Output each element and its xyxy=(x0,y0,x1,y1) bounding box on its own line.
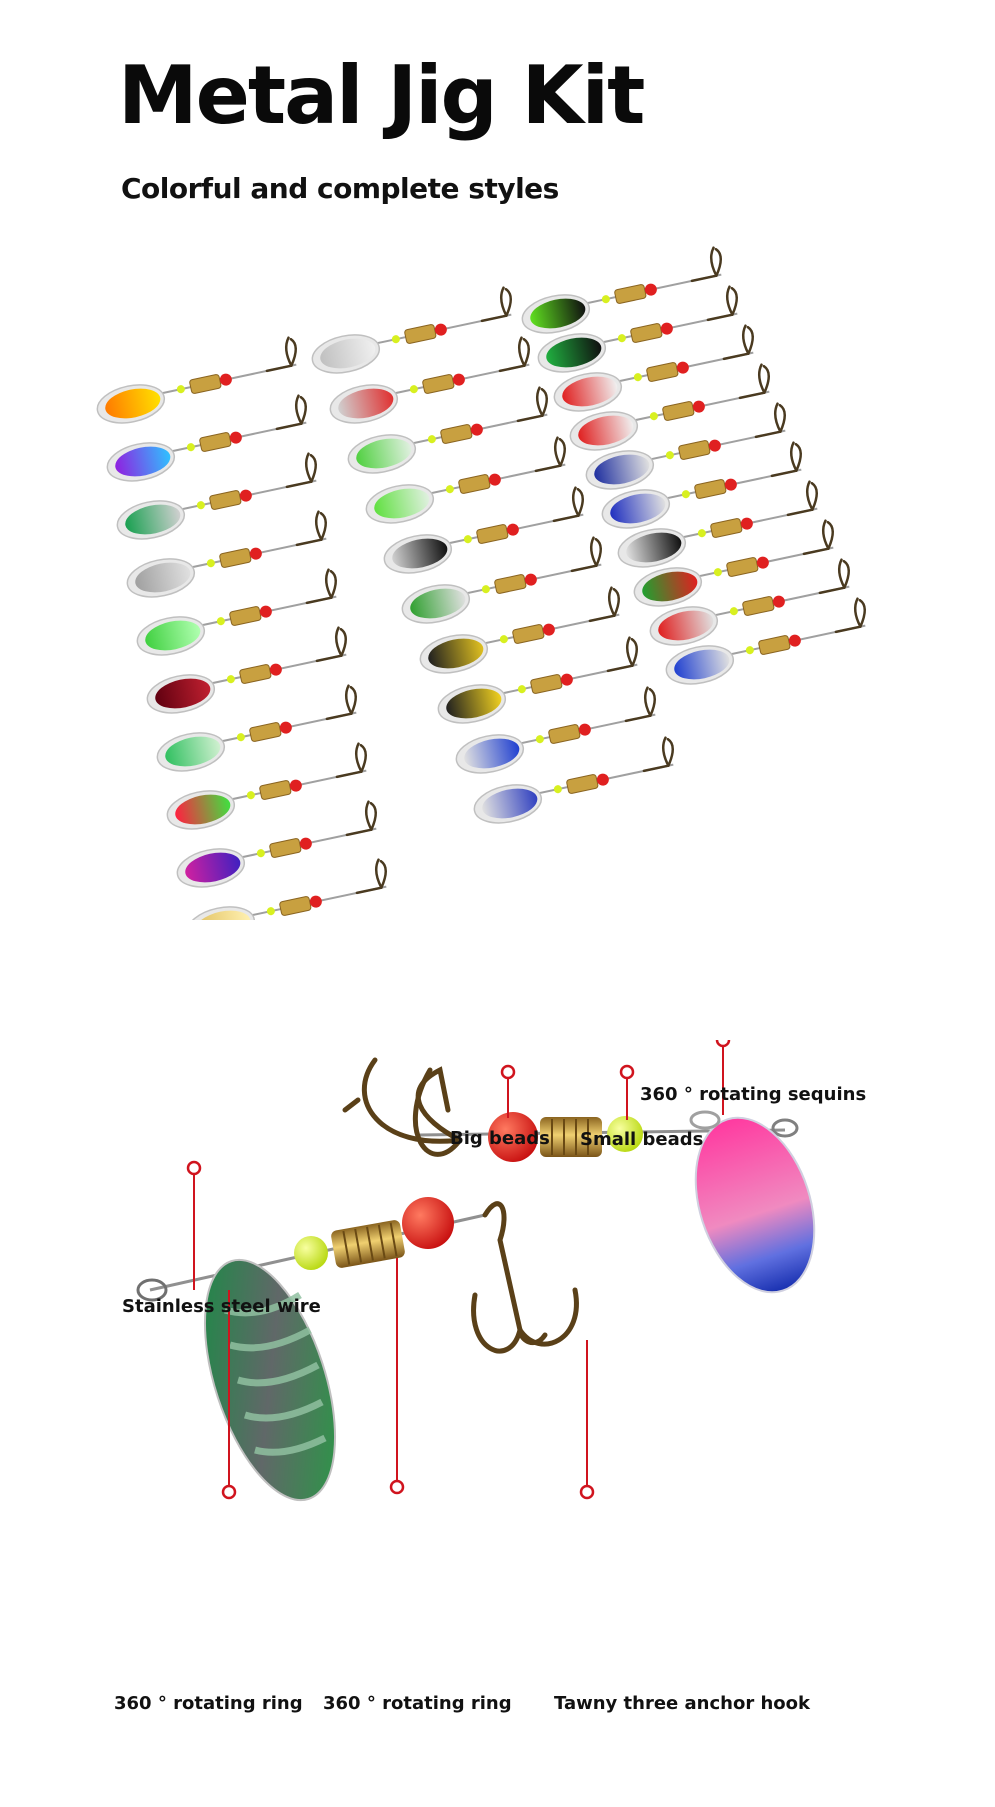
upper-spoon xyxy=(694,1116,816,1294)
lure-item xyxy=(537,285,738,373)
lure-item xyxy=(166,742,367,830)
lure-item xyxy=(649,558,850,646)
page-subtitle: Colorful and complete styles xyxy=(121,172,559,205)
label-rotating-ring-mid: 360 ° rotating ring xyxy=(323,1693,512,1714)
lure-item xyxy=(419,586,620,674)
lure-item xyxy=(106,394,307,482)
lure-item xyxy=(473,736,674,824)
lure-item xyxy=(437,636,638,724)
lure-item xyxy=(329,336,530,424)
callout-pointers xyxy=(186,1040,731,1500)
lure-item xyxy=(617,480,818,568)
lure-item xyxy=(401,536,602,624)
lure-item xyxy=(365,436,566,524)
label-small-beads: Small beads xyxy=(580,1129,704,1150)
upper-lure xyxy=(342,1057,816,1294)
upper-big-bead xyxy=(488,1112,538,1162)
lure-item xyxy=(146,626,347,714)
lure-item xyxy=(601,441,802,529)
lure-item xyxy=(156,684,357,772)
lure-item xyxy=(186,858,387,920)
lower-hook xyxy=(471,1201,579,1354)
lure-item xyxy=(116,452,317,540)
lure-detail-diagram xyxy=(136,1040,816,1502)
lure-item xyxy=(311,286,512,374)
lure-collection-image xyxy=(96,246,866,920)
lure-item xyxy=(126,510,327,598)
lure-item xyxy=(553,324,754,412)
lower-lure xyxy=(136,1197,579,1502)
upper-brass-sleeve xyxy=(540,1117,602,1157)
lure-item xyxy=(585,402,786,490)
upper-hook xyxy=(342,1057,463,1157)
upper-small-bead xyxy=(607,1116,643,1152)
label-rotating-ring-left: 360 ° rotating ring xyxy=(114,1693,303,1714)
lure-item xyxy=(383,486,584,574)
label-anchor-hook: Tawny three anchor hook xyxy=(554,1693,810,1714)
lure-item xyxy=(455,686,656,774)
lure-item xyxy=(569,363,770,451)
lower-big-bead xyxy=(402,1197,454,1249)
lower-brass-sleeve xyxy=(331,1220,405,1268)
page-title: Metal Jig Kit xyxy=(118,49,645,142)
label-rotating-sequins: 360 ° rotating sequins xyxy=(640,1084,867,1105)
lure-item xyxy=(176,800,377,888)
lure-item xyxy=(633,519,834,607)
lure-item xyxy=(96,336,297,424)
label-stainless-wire: Stainless steel wire xyxy=(122,1296,321,1317)
lure-item xyxy=(521,246,722,334)
lower-small-bead xyxy=(294,1236,328,1270)
lure-item xyxy=(347,386,548,474)
label-big-beads: Big beads xyxy=(450,1128,550,1149)
lure-item xyxy=(665,597,866,685)
lure-item xyxy=(136,568,337,656)
